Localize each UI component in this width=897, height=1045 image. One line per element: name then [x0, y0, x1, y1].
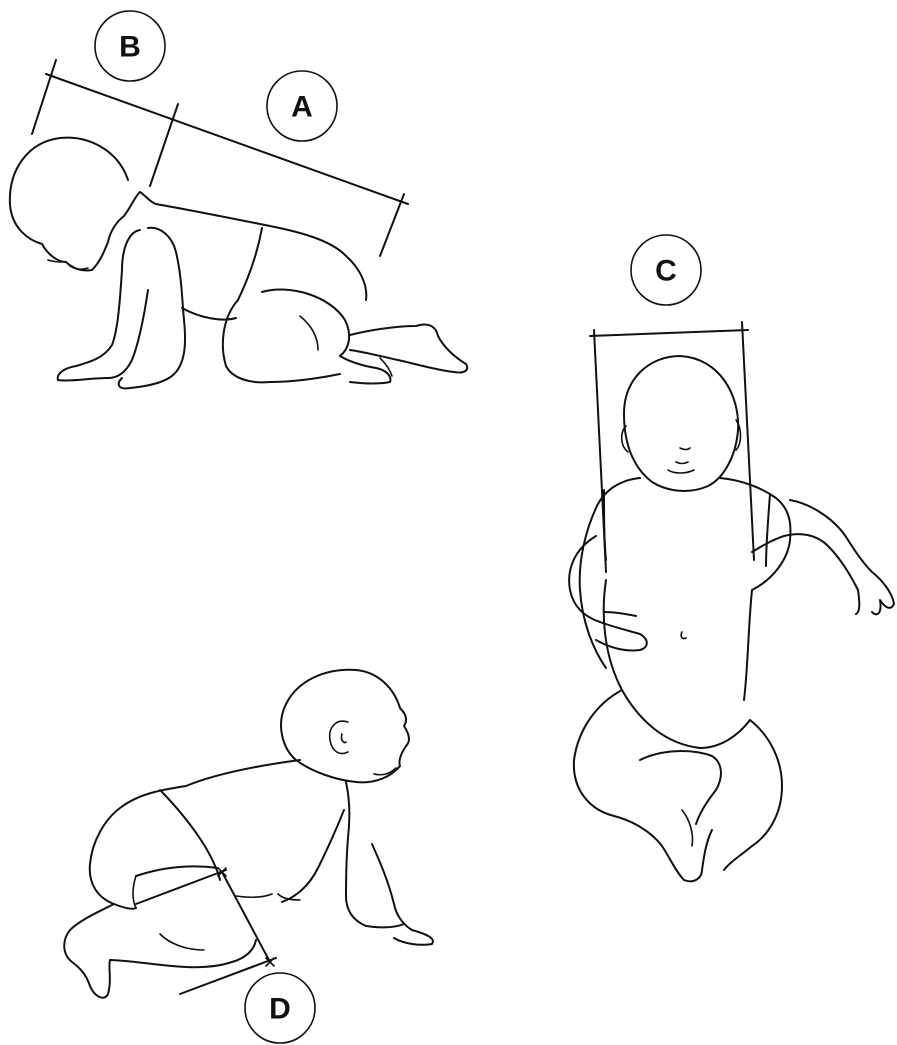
label-badge-c: C [631, 235, 701, 305]
label-b-text: B [119, 31, 141, 64]
measure-tick-a-end [380, 194, 404, 256]
label-badge-a: A [267, 71, 337, 141]
measure-line-c-top [590, 330, 748, 336]
label-c-text: C [655, 255, 677, 288]
measure-line-a [46, 74, 408, 204]
label-badge-b: B [95, 11, 165, 81]
measure-line-c-right [742, 322, 754, 560]
label-d-text: D [269, 993, 291, 1026]
measure-line-d-top [136, 870, 226, 904]
measure-line-d [222, 872, 270, 962]
sitting-baby-front-figure: C [569, 235, 894, 881]
label-a-text: A [291, 91, 313, 124]
measure-tick-b-start [32, 60, 56, 134]
label-badge-d: D [245, 973, 315, 1043]
crawling-baby-side-figure: B A [10, 11, 467, 388]
crawling-baby-rear-figure: D [64, 670, 433, 1043]
